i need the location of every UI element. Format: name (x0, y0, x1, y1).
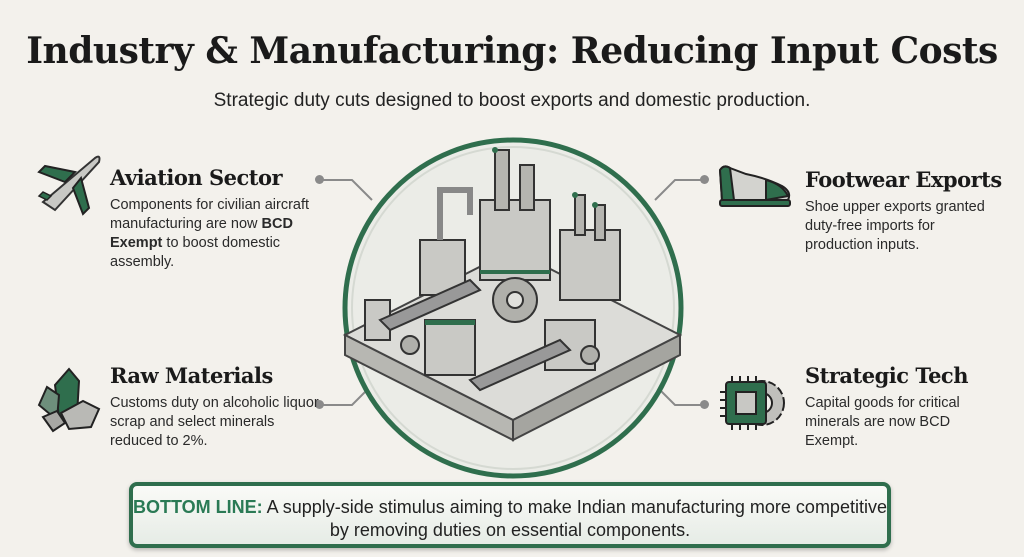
bottom-line-label: BOTTOM LINE: (133, 497, 263, 517)
aviation-title: Aviation Sector (110, 165, 283, 190)
strategic-tech-block: Strategic Tech Capital goods for critica… (805, 363, 995, 451)
connector-dot (700, 175, 709, 184)
bottom-line-text: A supply-side stimulus aiming to make In… (262, 497, 887, 540)
aviation-block: Aviation Sector Components for civilian … (110, 165, 320, 272)
raw-materials-body: Customs duty on alcoholic liquor scrap a… (110, 395, 319, 449)
page-title: Industry & Manufacturing: Reducing Input… (26, 30, 998, 72)
bottom-line-box: BOTTOM LINE: A supply-side stimulus aimi… (129, 482, 891, 548)
airplane-icon (37, 155, 101, 216)
connector-dot (315, 400, 324, 409)
chip-gear-icon (720, 376, 785, 430)
strategic-tech-title: Strategic Tech (805, 363, 969, 388)
connector-dot (315, 175, 324, 184)
aviation-body-text: Components for civilian aircraft manufac… (110, 197, 310, 232)
crystals-icon (37, 367, 101, 433)
footwear-body: Shoe upper exports granted duty-free imp… (805, 199, 985, 253)
footwear-block: Footwear Exports Shoe upper exports gran… (805, 167, 1005, 255)
page-subtitle: Strategic duty cuts designed to boost ex… (213, 90, 811, 111)
shoe-icon (718, 165, 791, 207)
raw-materials-title: Raw Materials (110, 363, 273, 388)
strategic-tech-body: Capital goods for critical minerals are … (805, 395, 960, 449)
connector-dot (700, 400, 709, 409)
footwear-title: Footwear Exports (805, 167, 1002, 192)
raw-materials-block: Raw Materials Customs duty on alcoholic … (110, 363, 325, 451)
aviation-body: Components for civilian aircraft manufac… (110, 196, 320, 272)
aviation-body-bold: BCD Exempt (110, 216, 293, 251)
aviation-body-text-end: to boost domestic assembly. (110, 235, 281, 270)
